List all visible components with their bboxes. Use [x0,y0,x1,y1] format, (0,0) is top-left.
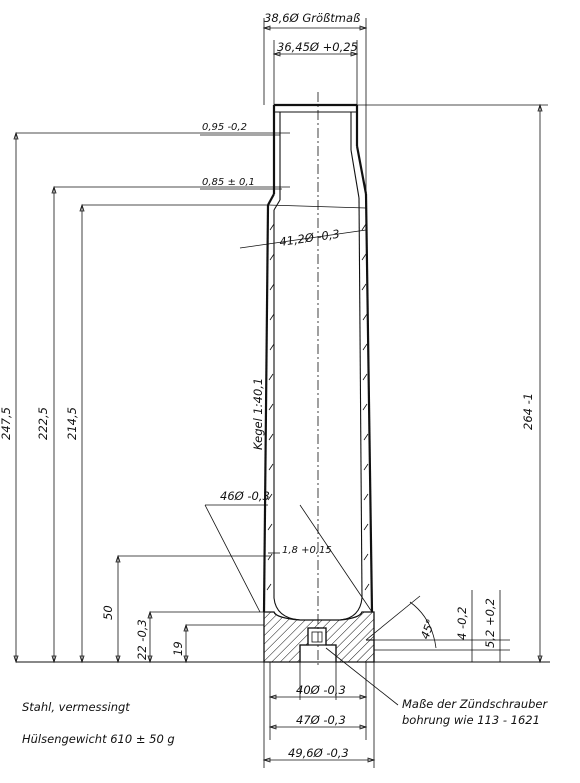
taper-label: Kegel 1:40,1 [251,378,265,450]
dim-neck-dia: 41,2Ø -0,3 [278,227,340,249]
weight-note: Hülsengewicht 610 ± 50 g [22,732,175,746]
neck-dia-line [239,229,367,249]
dim-len-214: 214,5 [65,407,79,440]
dim-dia-40: 40Ø -0,3 [296,683,346,697]
primer-note-line2: bohrung wie 113 - 1621 [402,713,540,727]
dim-h-4: 4 -0,2 [455,607,469,640]
dim-h-19: 19 [171,641,185,656]
top-dimensions [262,18,368,195]
dim-base-dia-46: 46Ø -0,3 [220,489,270,503]
dim-h-5-2: 5,2 +0,2 [483,598,497,648]
right-dimension [357,103,548,664]
wall-thickness-lines [16,132,290,190]
dim-mouth-dia: 36,45Ø +0,25 [277,40,358,54]
dim-len-222: 222,5 [36,407,50,440]
dim-wall-base: 1,8 +0,15 [282,545,332,556]
primer-note-line1: Maße der Zündschrauber [402,697,548,711]
dim-wall-shoulder: 0,85 ± 0,1 [202,177,255,188]
dim-len-247: 247,5 [0,407,13,440]
dim-h-50: 50 [101,605,115,620]
dim-h-22: 22 -0,3 [135,619,149,660]
material-note: Stahl, vermessingt [22,700,130,714]
dim-wall-mouth: 0,95 -0,2 [202,122,247,133]
rim-dimensions [365,590,510,662]
dim-max-dia: 38,6Ø Größtmaß [264,11,360,25]
left-dimensions [13,131,85,664]
dim-dia-47: 47Ø -0,3 [296,713,346,727]
lower-dimensions [115,504,373,664]
dim-dia-49-6: 49,6Ø -0,3 [288,746,349,760]
bottom-dimensions [262,647,399,768]
dim-angle: 45° [418,617,438,641]
case-outline [16,103,550,663]
dim-len-264: 264 -1 [521,393,535,430]
